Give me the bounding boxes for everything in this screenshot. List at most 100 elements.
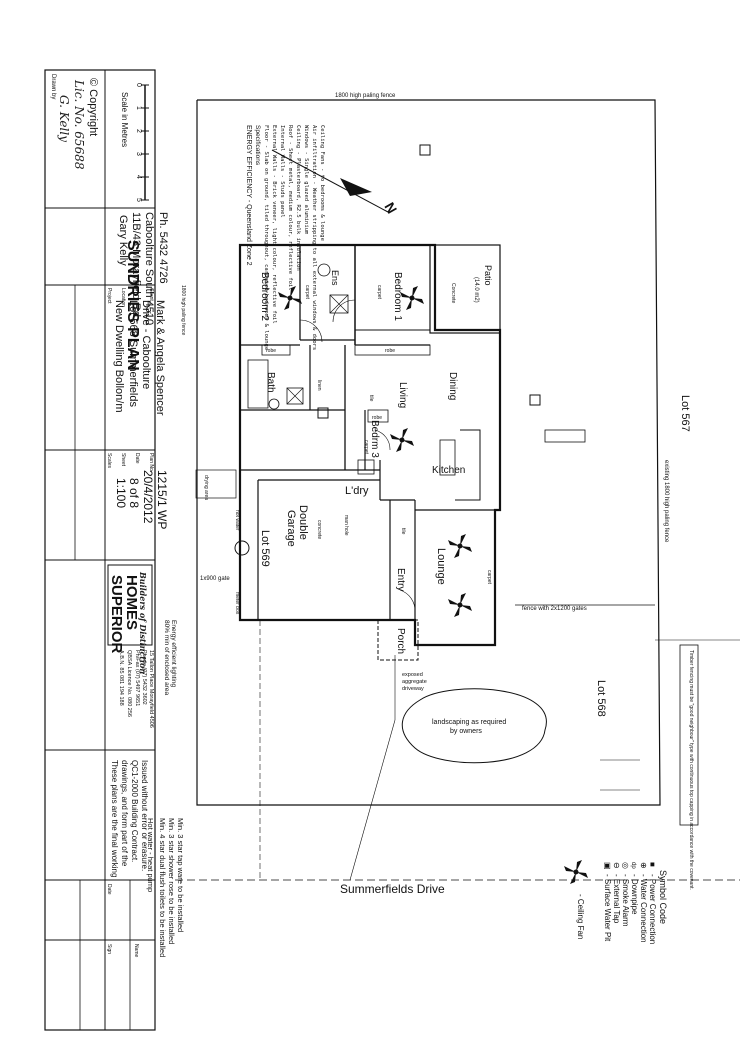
note-line1: These plans are the final working	[110, 760, 119, 877]
porch-label: Porch	[395, 628, 406, 654]
legend-symbol-0: ■	[648, 862, 657, 867]
patio-area: (14.0 m2)	[473, 277, 479, 303]
scale-tick-1: 1	[135, 106, 142, 110]
drawn-by: G. Kelly	[57, 95, 71, 142]
patio-label: Patio	[483, 265, 493, 286]
sheet-label: Sheet	[120, 453, 126, 467]
entry-label: Entry	[395, 568, 406, 591]
bedroom3-label: Bedrm 3	[369, 420, 380, 458]
downpipe-icon	[317, 407, 329, 419]
ceiling-fan-icon	[448, 534, 472, 558]
north-label: N	[381, 200, 400, 217]
builder-logo: SUPERIOR HOMES Builders of Distinction	[107, 564, 153, 674]
client-label: Client	[148, 288, 154, 301]
legend-symbol-4: ⊖	[612, 862, 621, 869]
legend-symbol-2: dp	[630, 862, 636, 869]
drying-label: drying area	[203, 475, 209, 500]
house-outline	[234, 243, 586, 661]
driveway-line3: driveway	[402, 686, 424, 692]
tile-entry: tile	[400, 528, 406, 535]
scale-label: Scale in Metres	[120, 92, 129, 147]
linen-label: linen	[316, 380, 322, 391]
robe-bed3: robe	[372, 415, 382, 421]
room-labels: Patio (14.0 m2) Concrete Bedroom 1 Bedro…	[234, 265, 493, 654]
designer-name: Gary Kelly	[117, 215, 129, 266]
energy-specs-label: Specifications	[254, 125, 261, 166]
legend-item-3: - Smoke Alarm	[621, 874, 630, 927]
builder-address: 15 Tallon Place Morayfield 4506	[148, 650, 154, 728]
meter-box-label: meter box	[234, 592, 240, 615]
patio	[429, 244, 501, 334]
top-fence-label: 1800 high paling fence	[335, 93, 396, 99]
lic-no: Lic. No. 65688	[72, 79, 86, 170]
title-block: Drawn by G. Kelly Lic. No. 65688 © Copyr…	[44, 69, 169, 1031]
designer-addr1: 11B/43 Morayfield Rd	[130, 212, 142, 317]
sign-label: Sign	[106, 944, 112, 954]
note-line2: drawings, and form part of the	[120, 760, 129, 867]
energy-heading: ENERGY EFFICIENCY - Queensland Zone 2	[245, 125, 252, 266]
location-line2: Drive - Caboolture	[140, 300, 152, 389]
driveway-line1: exposed	[402, 672, 423, 678]
client: Mark & Angela Spencer	[154, 300, 166, 416]
dining-label: Dining	[447, 372, 458, 400]
porch	[377, 619, 419, 661]
abn: A.B.N. 85 081 194 188	[118, 650, 124, 706]
energy-row-7: Ceiling Fans - to bedrooms & lounge	[319, 125, 325, 241]
garage-floor: concrete	[316, 520, 322, 539]
street-label: Summerfields Drive	[340, 882, 445, 896]
location-line1: Lot 568 Summerfields	[127, 300, 139, 407]
carpet-bed1: carpet	[376, 285, 382, 300]
ceiling-fan-icon	[448, 593, 472, 617]
energy-row-0: Floor - Slab on ground, tiled throughout…	[263, 125, 269, 350]
scale-value: 1:100	[114, 478, 128, 508]
landscaping-line1: landscaping as required	[432, 719, 506, 726]
landscaping-bed	[401, 688, 547, 764]
symbol-legend: Symbol Code ■ - Power Connection ⊕ - Wat…	[564, 860, 668, 944]
legend-item-4: - External Tap	[612, 874, 621, 924]
legend-symbol-1: ⊕	[639, 862, 648, 869]
plan-no-label: Plan No.	[148, 453, 154, 472]
hot-water-label: hot water	[234, 510, 240, 531]
legend-item-5: - Surface Water Pit	[603, 874, 612, 942]
date-label: Date	[134, 453, 140, 464]
energy-row-1: External Walls - Brick veneer, light col…	[271, 125, 277, 324]
legend-heading: Symbol Code	[658, 870, 668, 924]
timber-note-text: Timber fencing must be "good neighbour" …	[688, 650, 694, 890]
legend-symbol-3: ◎	[621, 862, 630, 869]
builder-name-line2: HOMES	[123, 575, 140, 630]
sheet-value: 8 of 8	[127, 478, 141, 508]
site-boundary	[175, 99, 740, 881]
note-line4: Issued without error or erasure.	[140, 760, 149, 871]
patio-concrete: Concrete	[450, 283, 456, 304]
requirement-0: Min. 3 star tap ware to be installed	[176, 818, 185, 932]
designer-addr2: Caboolture South 4510	[143, 212, 155, 325]
laundry-label: L'dry	[345, 485, 369, 497]
garage-label-line1: Double	[297, 505, 309, 540]
energy-row-6: Air infiltration - Weather stripping to …	[311, 125, 317, 350]
energy-row-4: Ceiling - Plasterboard, R2.5 bulk insula…	[295, 125, 301, 271]
bedroom2-label: Bedroom 2	[259, 272, 270, 321]
requirement-1: Min. 3 star shower rose to be installed	[167, 818, 176, 944]
left-fence-label: 1800 high paling fence	[180, 285, 186, 336]
boundary-marks	[600, 759, 640, 791]
energy-row-5: Windows - Single glazed aluminium	[303, 125, 309, 235]
downpipe-icon	[529, 394, 541, 406]
ceiling-fan-icon	[390, 428, 414, 452]
timber-note: Timber fencing must be "good neighbour" …	[679, 644, 699, 890]
lot-569-label: Lot 569	[259, 530, 271, 567]
date-value: 20/4/2012	[141, 470, 155, 524]
scale-tick-0: 0	[135, 83, 142, 87]
drawn-by-label: Drawn by	[50, 74, 56, 99]
scale-tick-4: 4	[135, 175, 142, 179]
bathroom-label: Bath	[265, 372, 276, 393]
date2-label: Date	[106, 884, 112, 895]
energy-efficiency-block: ENERGY EFFICIENCY - Queensland Zone 2 Sp…	[245, 125, 325, 350]
tile-living: tile	[368, 395, 374, 402]
fence-gates-label: fence with 2x1200 gates	[522, 606, 587, 612]
builder-name-line1: SUPERIOR	[108, 575, 125, 654]
legend-item-6: - Ceiling Fan	[576, 894, 585, 939]
legend-item-0: - Power Connection	[648, 874, 657, 944]
scale-bar: 0 1 2 3 4 5 Scale in Metres	[120, 83, 149, 202]
scale-tick-3: 3	[135, 152, 142, 156]
